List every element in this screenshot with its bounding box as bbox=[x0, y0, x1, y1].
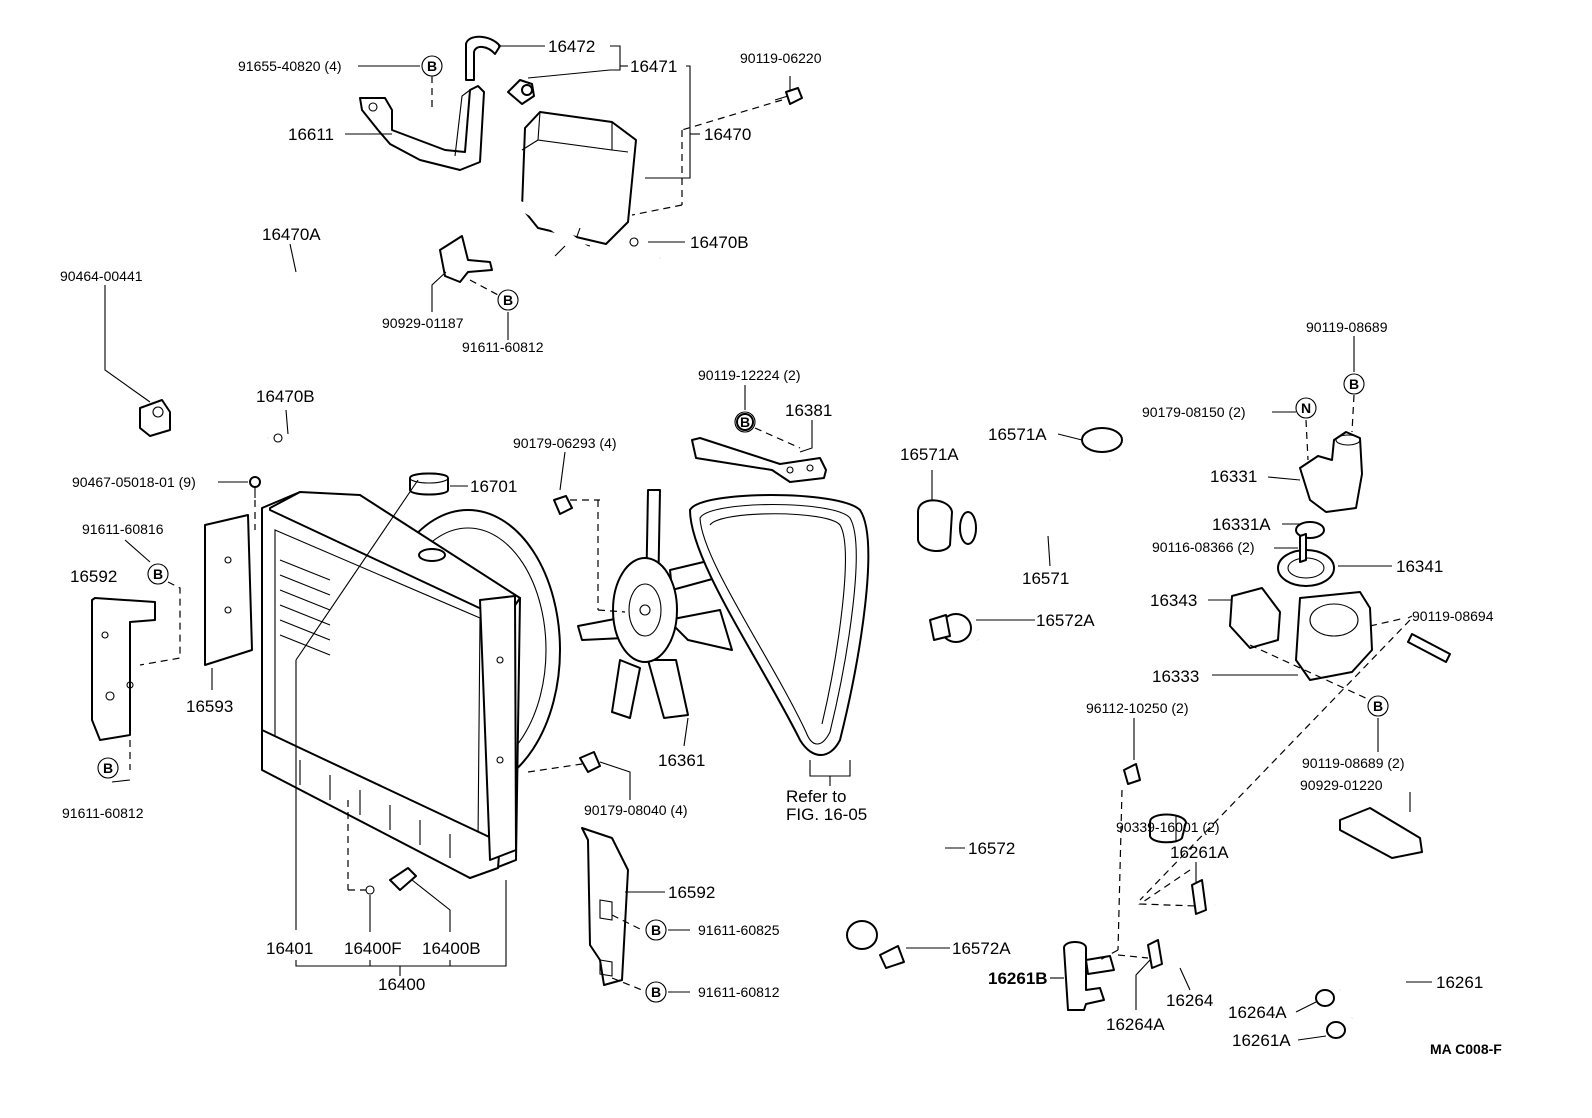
label-16471: 16471 bbox=[630, 57, 677, 76]
heater-hoses bbox=[1063, 763, 1412, 1039]
label-16261A-top: 16261A bbox=[1170, 843, 1229, 862]
svg-text:B: B bbox=[651, 984, 661, 1000]
label-16264A-right: 16264A bbox=[1228, 1003, 1287, 1022]
part-labels: 91655-40820 (4) 16472 16471 90119-06220 … bbox=[60, 37, 1502, 1057]
label-90929-01187: 90929-01187 bbox=[382, 315, 464, 331]
label-90179-08040: 90179-08040 (4) bbox=[584, 802, 688, 818]
label-16261B: 16261B bbox=[988, 969, 1048, 988]
label-16593: 16593 bbox=[186, 697, 233, 716]
fastener-markers: B B B B B B B B N B bbox=[97, 55, 1389, 1003]
label-16470B-top: 16470B bbox=[690, 233, 749, 252]
label-16470A: 16470A bbox=[262, 225, 321, 244]
marker-b-support-upper: B bbox=[645, 919, 667, 941]
label-16611: 16611 bbox=[288, 125, 334, 144]
overflow-hose bbox=[132, 190, 684, 443]
label-16264A-left: 16264A bbox=[1106, 1015, 1165, 1034]
label-16592-left: 16592 bbox=[70, 567, 117, 586]
label-90119-06220: 90119-06220 bbox=[740, 50, 822, 66]
marker-b-support-lower: B bbox=[645, 981, 667, 1003]
svg-text:B: B bbox=[651, 922, 661, 938]
marker-b-left-lower: B bbox=[97, 757, 119, 779]
svg-text:B: B bbox=[1349, 376, 1359, 392]
label-16333: 16333 bbox=[1152, 667, 1199, 686]
svg-text:B: B bbox=[740, 414, 750, 430]
reservoir-tank-assembly bbox=[359, 35, 803, 247]
label-16381: 16381 bbox=[785, 401, 832, 420]
label-90116-08366: 90116-08366 (2) bbox=[1152, 539, 1254, 555]
label-90464-00441: 90464-00441 bbox=[60, 268, 143, 284]
label-16401: 16401 bbox=[266, 939, 313, 958]
label-16470B-mid: 16470B bbox=[256, 387, 315, 406]
label-16264: 16264 bbox=[1166, 991, 1213, 1010]
marker-n-outlet: N bbox=[1295, 397, 1317, 419]
svg-text:B: B bbox=[503, 292, 513, 308]
label-16343: 16343 bbox=[1150, 591, 1197, 610]
label-90179-06293: 90179-06293 (4) bbox=[513, 435, 617, 451]
marker-b-top: B bbox=[421, 55, 443, 77]
label-96112-10250: 96112-10250 (2) bbox=[1086, 700, 1188, 716]
marker-b-fan-bracket: B bbox=[734, 411, 756, 433]
drive-belt bbox=[579, 413, 870, 773]
label-90119-08694: 90119-08694 bbox=[1412, 608, 1494, 624]
label-16331A: 16331A bbox=[1212, 515, 1271, 534]
lower-radiator-support bbox=[581, 827, 629, 986]
left-radiator-support bbox=[91, 597, 156, 741]
svg-text:N: N bbox=[1301, 400, 1311, 416]
marker-b-housing: B bbox=[1367, 695, 1389, 717]
label-90119-08689-top: 90119-08689 bbox=[1306, 319, 1388, 335]
label-16571A-top: 16571A bbox=[988, 425, 1047, 444]
label-16400F: 16400F bbox=[344, 939, 402, 958]
label-90339-16001: 90339-16001 (2) bbox=[1116, 819, 1220, 835]
label-91611-60812-top: 91611-60812 bbox=[462, 339, 544, 355]
radiator-assembly bbox=[204, 472, 561, 895]
svg-text:B: B bbox=[1373, 698, 1383, 714]
label-16571: 16571 bbox=[1022, 569, 1069, 588]
label-fig-16-05: FIG. 16-05 bbox=[786, 805, 867, 824]
label-16572A-bot: 16572A bbox=[952, 939, 1011, 958]
label-16572: 16572 bbox=[968, 839, 1015, 858]
label-91611-60825: 91611-60825 bbox=[698, 922, 780, 938]
label-90467-05018-01: 90467-05018-01 (9) bbox=[72, 474, 196, 490]
label-90119-12224: 90119-12224 (2) bbox=[698, 367, 800, 383]
label-91655-40820: 91655-40820 (4) bbox=[238, 58, 342, 74]
label-91611-60812-left: 91611-60812 bbox=[62, 805, 144, 821]
label-diagram-code: MA C008-F bbox=[1430, 1041, 1502, 1057]
label-16400B: 16400B bbox=[422, 939, 481, 958]
label-16261: 16261 bbox=[1436, 973, 1483, 992]
hose-clip-bracket bbox=[439, 235, 493, 283]
label-16331: 16331 bbox=[1210, 467, 1257, 486]
label-16572A-top: 16572A bbox=[1036, 611, 1095, 630]
label-16472: 16472 bbox=[548, 37, 595, 56]
label-16571A-left: 16571A bbox=[900, 445, 959, 464]
lower-radiator-hose bbox=[846, 613, 1019, 969]
svg-text:B: B bbox=[153, 566, 163, 582]
upper-radiator-hose bbox=[917, 427, 1135, 552]
leader-lines bbox=[104, 45, 1432, 1041]
label-91611-60812-bot: 91611-60812 bbox=[698, 984, 780, 1000]
svg-text:B: B bbox=[427, 58, 437, 74]
cooling-fan bbox=[553, 489, 733, 719]
marker-b-left-upper: B bbox=[147, 563, 169, 585]
label-16400: 16400 bbox=[378, 975, 425, 994]
label-16361: 16361 bbox=[658, 751, 705, 770]
label-16261A-bot: 16261A bbox=[1232, 1031, 1291, 1050]
label-16341: 16341 bbox=[1396, 557, 1443, 576]
label-16592-mid: 16592 bbox=[668, 883, 715, 902]
marker-b-clip: B bbox=[497, 289, 519, 311]
svg-text:B: B bbox=[103, 760, 113, 776]
label-16701: 16701 bbox=[470, 477, 517, 496]
water-outlet-assembly bbox=[1229, 431, 1451, 859]
label-90929-01220: 90929-01220 bbox=[1300, 777, 1383, 793]
label-16470: 16470 bbox=[704, 125, 751, 144]
label-90119-08689-bot: 90119-08689 (2) bbox=[1302, 755, 1404, 771]
label-refer-to: Refer to bbox=[786, 787, 846, 806]
marker-b-outlet: B bbox=[1343, 373, 1365, 395]
label-90179-08150: 90179-08150 (2) bbox=[1142, 404, 1246, 420]
label-91611-60816: 91611-60816 bbox=[82, 521, 164, 537]
